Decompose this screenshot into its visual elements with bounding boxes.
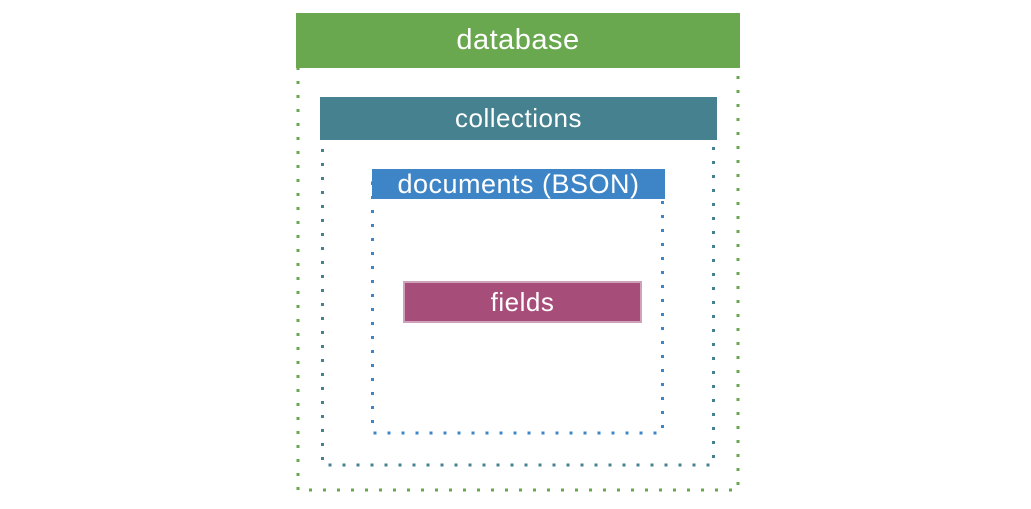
database-bar: database xyxy=(296,13,740,68)
fields-bar: fields xyxy=(403,281,642,323)
documents-bson-bar: documents (BSON) xyxy=(372,169,665,199)
documents-bson-label: documents (BSON) xyxy=(397,168,640,199)
collections-dotted-border xyxy=(321,116,715,467)
collections-label: collections xyxy=(455,103,582,133)
database-dotted-border xyxy=(296,38,740,492)
collections-bar: collections xyxy=(320,97,717,140)
database-label: database xyxy=(456,24,580,56)
documents-dotted-border xyxy=(371,181,664,435)
fields-label: fields xyxy=(490,286,555,317)
